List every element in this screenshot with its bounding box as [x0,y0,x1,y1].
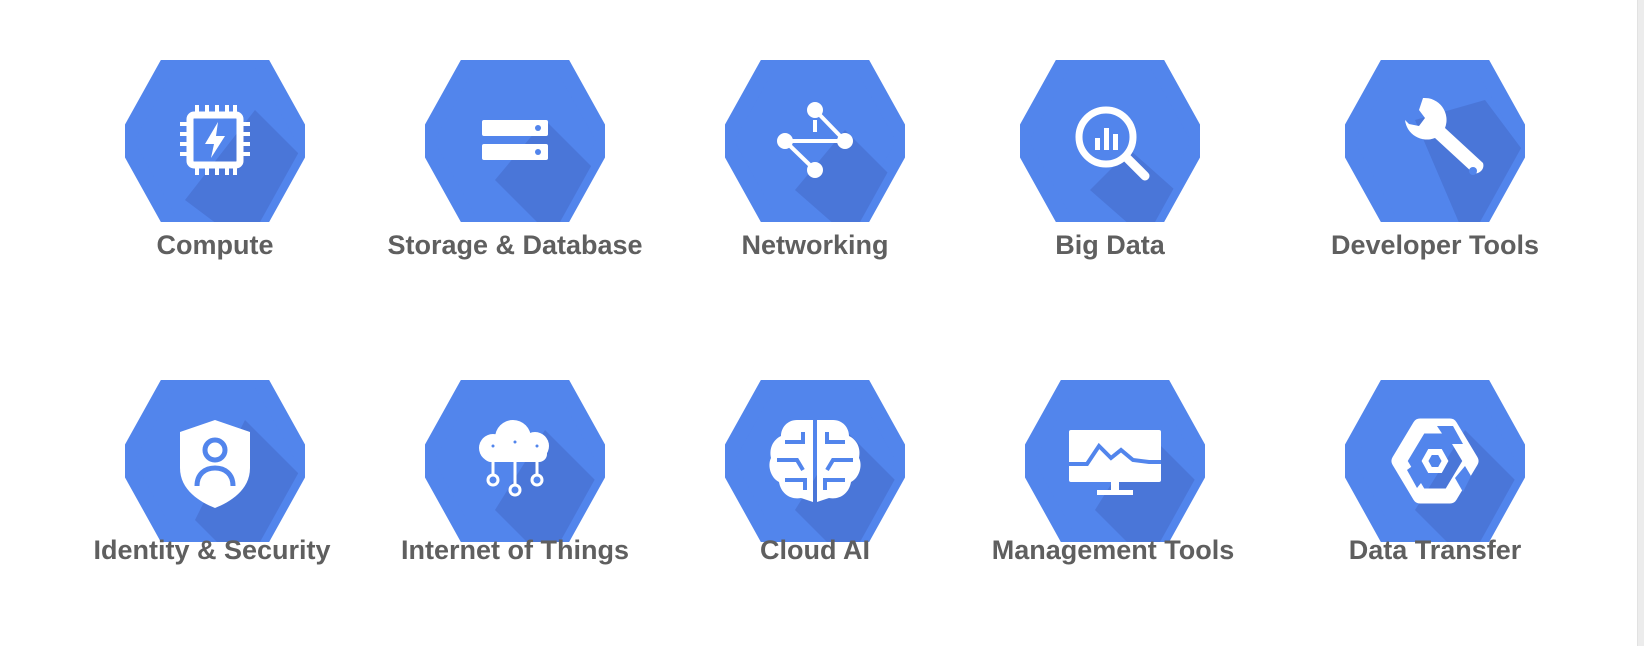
network-icon [777,102,853,178]
storage-icon [482,120,548,160]
hexagon-shape [725,380,905,542]
tile-internet-of-things[interactable]: Internet of Things [365,380,665,620]
transfer-hex-icon [1391,418,1479,504]
hexagon-shape [125,380,305,542]
hexagon-shape [125,60,305,222]
tile-label: Internet of Things [401,535,629,565]
tile-networking[interactable]: Networking [665,60,965,300]
tile-data-transfer[interactable]: Data Transfer [1265,380,1565,620]
tile-label: Compute [156,230,274,260]
tile-management-tools[interactable]: Management Tools [965,380,1265,620]
tile-big-data[interactable]: Big Data [960,60,1260,300]
hexagon-shape [1025,380,1205,542]
shield-user-icon [180,420,250,508]
tile-label: Cloud AI [760,535,870,565]
tile-developer-tools[interactable]: Developer Tools [1265,60,1565,300]
tile-label: Management Tools [991,535,1235,565]
tile-identity-security[interactable]: Identity & Security [65,380,365,620]
hexagon-shape [1020,60,1200,222]
tile-label: Data Transfer [1348,535,1522,565]
tile-label: Identity & Security [93,535,331,565]
monitor-icon [1069,430,1161,495]
hexagon-shape [425,60,605,222]
scrollbar[interactable] [1637,0,1644,646]
magnifier-chart-icon [1075,106,1150,181]
hexagon-shape [1345,380,1525,542]
tile-storage-database[interactable]: Storage & Database [365,60,665,300]
brain-icon [769,420,861,502]
tile-label: Networking [741,230,889,260]
tile-label: Big Data [1055,230,1165,260]
hexagon-shape [725,60,905,222]
chip-icon [180,105,250,175]
tile-compute[interactable]: Compute [65,60,365,300]
cloud-circuit-icon [479,420,549,497]
hexagon-shape [1345,60,1525,222]
tile-label: Storage & Database [387,230,643,260]
tile-label: Developer Tools [1330,230,1540,260]
wrench-icon [1405,97,1484,175]
hexagon-shape [425,380,605,542]
tile-cloud-ai[interactable]: Cloud AI [665,380,965,620]
